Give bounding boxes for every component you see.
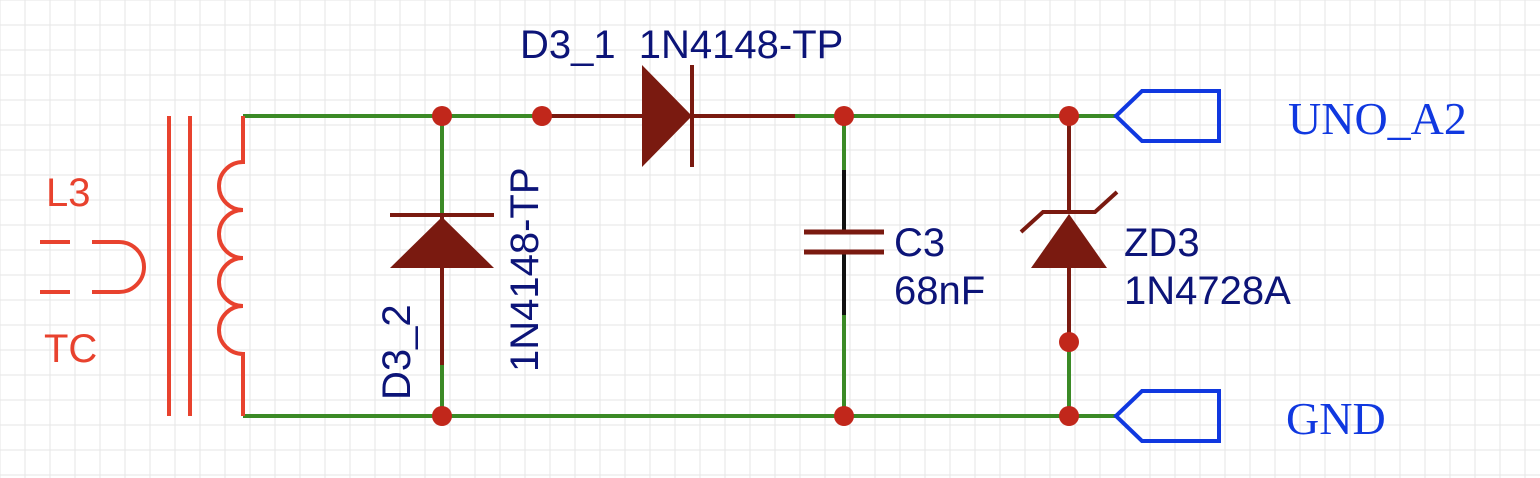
junction-node — [1059, 106, 1079, 126]
transformer-l3[interactable]: L3 TC — [40, 116, 245, 416]
zener-zd3-triangle — [1031, 214, 1107, 268]
capacitor-c3-value: 68nF — [894, 269, 985, 313]
net-ports: UNO_A2 GND — [1113, 89, 1467, 444]
diode-d3-1-label: D3_1 1N4148-TP — [520, 23, 843, 67]
port-uno-a2-flag[interactable] — [1113, 89, 1221, 143]
zener-zd3[interactable]: ZD3 1N4728A — [1019, 116, 1291, 342]
diode-d3-2-triangle — [390, 217, 494, 268]
junction-node — [432, 406, 452, 426]
diode-d3-2-value: 1N4148-TP — [503, 167, 547, 372]
junction-node — [1059, 332, 1079, 352]
diode-d3-2[interactable]: D3_2 1N4148-TP — [375, 167, 547, 400]
junction-node — [834, 406, 854, 426]
capacitor-c3[interactable]: C3 68nF — [804, 170, 985, 315]
diode-d3-1-triangle — [642, 65, 692, 167]
diode-d3-1[interactable]: D3_1 1N4148-TP — [520, 23, 843, 167]
junction-node — [834, 106, 854, 126]
zener-zd3-value: 1N4728A — [1124, 269, 1291, 313]
transformer-value: TC — [44, 327, 97, 371]
junction-node — [432, 106, 452, 126]
wires — [243, 114, 1116, 418]
junction-nodes — [432, 106, 1079, 426]
capacitor-c3-designator: C3 — [894, 221, 945, 265]
transformer-hook — [92, 240, 146, 294]
port-gnd-label: GND — [1286, 393, 1386, 444]
port-gnd-flag[interactable] — [1113, 389, 1221, 443]
zener-zd3-designator: ZD3 — [1124, 221, 1200, 265]
junction-node — [1059, 406, 1079, 426]
zener-zd3-cathode-bar — [1019, 190, 1119, 234]
junction-node — [532, 106, 552, 126]
transformer-designator: L3 — [46, 171, 91, 215]
diode-d3-1-value: 1N4148-TP — [639, 23, 844, 67]
diode-d3-1-designator: D3_1 — [520, 23, 616, 67]
port-uno-a2-label: UNO_A2 — [1288, 93, 1467, 144]
transformer-winding — [217, 116, 245, 416]
diode-d3-2-designator: D3_2 — [375, 304, 419, 400]
